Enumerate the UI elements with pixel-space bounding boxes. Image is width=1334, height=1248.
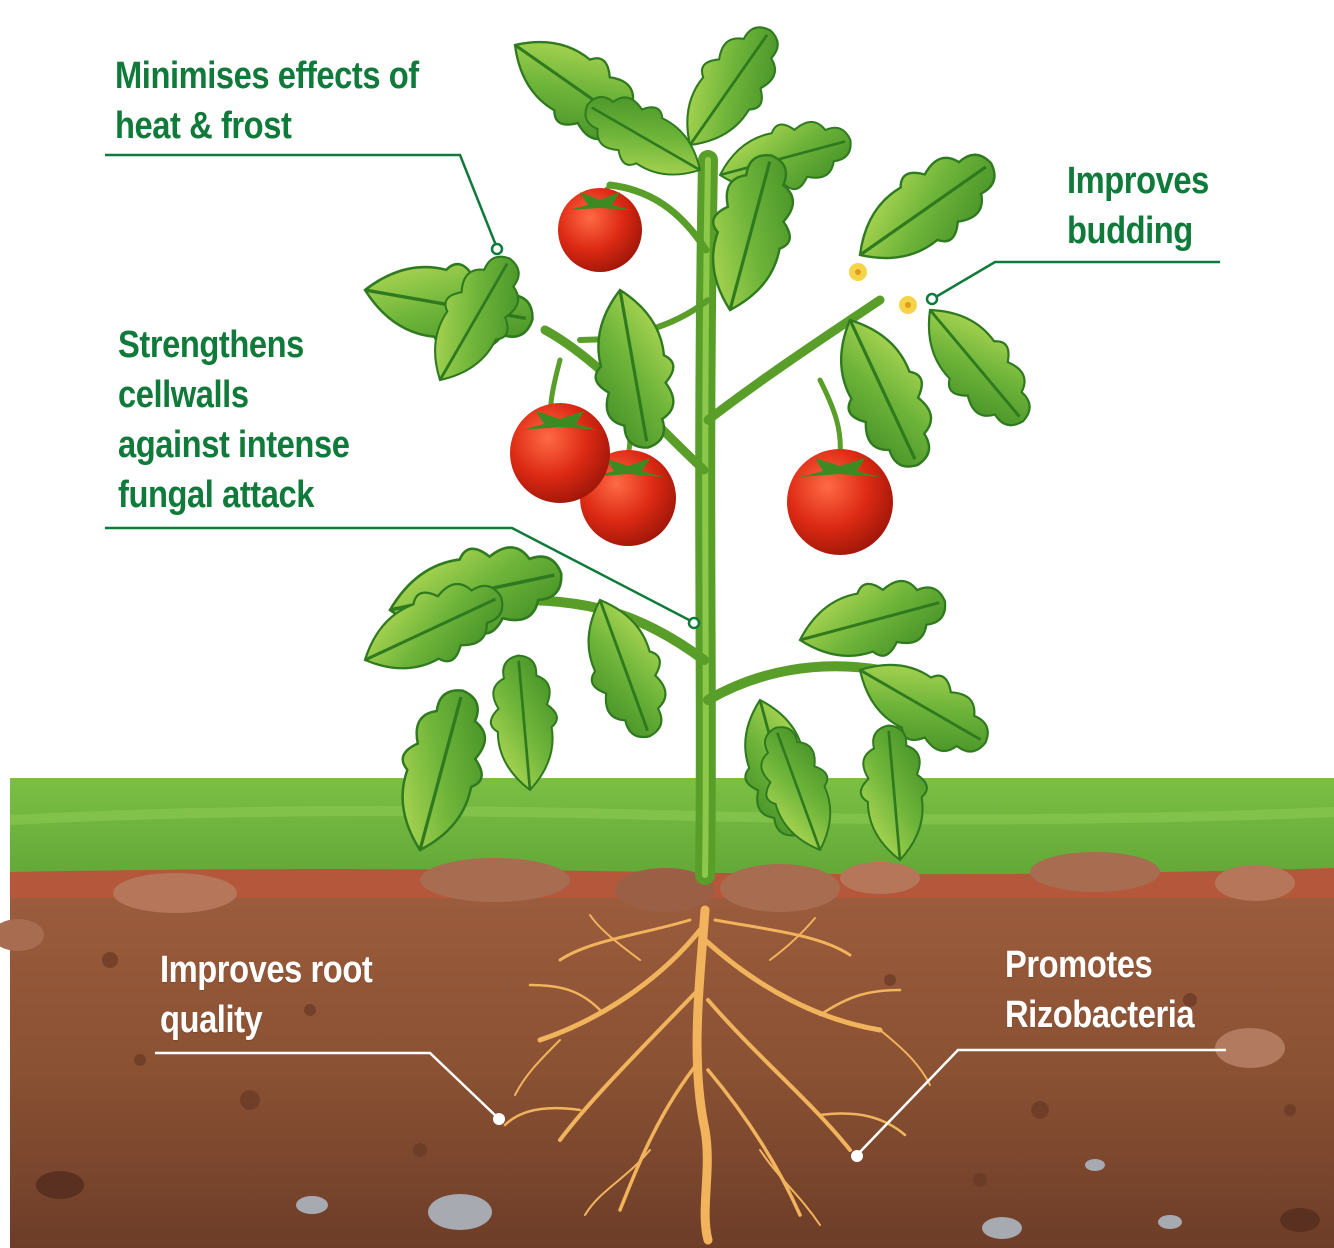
label-rizobacteria-line-1: Promotes — [1005, 940, 1194, 990]
label-root-quality-line-1: Improves root — [160, 945, 372, 995]
leader-root-quality-dot — [493, 1113, 505, 1125]
label-root-quality-line-2: quality — [160, 995, 372, 1045]
label-rizobacteria-line-2: Rizobacteria — [1005, 990, 1194, 1040]
label-cellwalls-line-2: cellwalls — [118, 370, 349, 420]
label-budding: Improves budding — [1067, 156, 1209, 256]
label-heat-frost-line-2: heat & frost — [115, 101, 419, 151]
leader-rizobacteria-dot — [851, 1150, 863, 1162]
label-root-quality: Improves root quality — [160, 945, 372, 1045]
label-budding-line-2: budding — [1067, 206, 1209, 256]
label-budding-line-1: Improves — [1067, 156, 1209, 206]
leader-heat-frost-dot — [492, 244, 502, 254]
leader-budding-dot — [927, 294, 937, 304]
label-cellwalls-line-3: against intense — [118, 420, 349, 470]
leader-heat-frost — [105, 155, 497, 248]
label-cellwalls: Strengthens cellwalls against intense fu… — [118, 320, 349, 520]
flower-icon — [849, 263, 917, 314]
label-cellwalls-line-4: fungal attack — [118, 470, 349, 520]
label-cellwalls-line-1: Strengthens — [118, 320, 349, 370]
leader-cellwalls-dot — [689, 618, 699, 628]
label-rizobacteria: Promotes Rizobacteria — [1005, 940, 1194, 1040]
label-heat-frost-line-1: Minimises effects of — [115, 51, 419, 101]
label-heat-frost: Minimises effects of heat & frost — [115, 51, 419, 151]
leader-budding — [934, 262, 1220, 298]
